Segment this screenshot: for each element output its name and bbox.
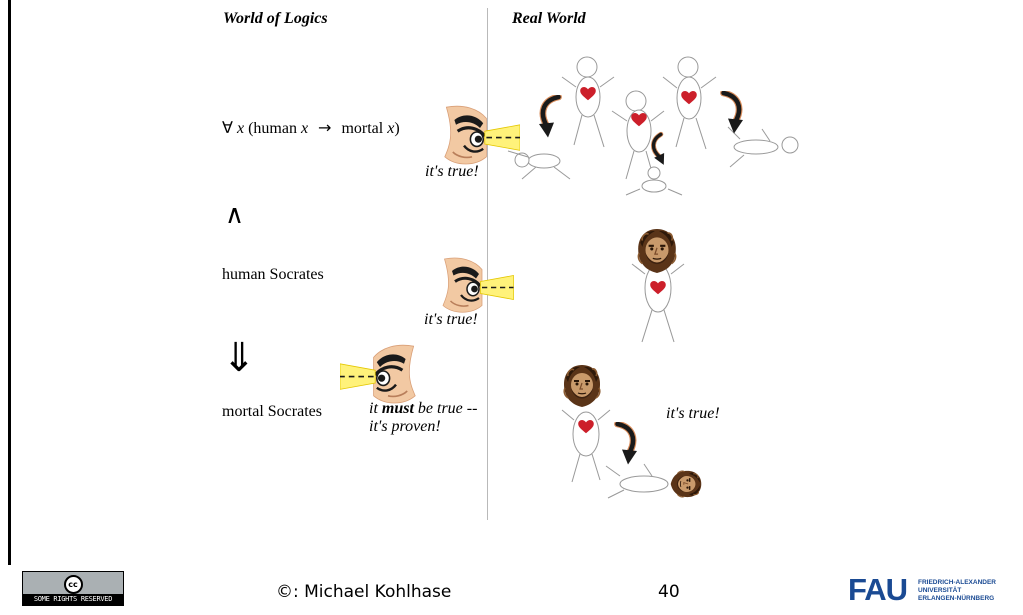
socrates-figure bbox=[631, 228, 685, 343]
caption-proven: it must be true -- it's proven! bbox=[369, 400, 478, 435]
dead-socrates-figure bbox=[561, 364, 702, 499]
page-number: 40 bbox=[658, 582, 680, 602]
creative-commons-icon: cc bbox=[23, 575, 123, 594]
curved-arrow-icon bbox=[647, 134, 671, 167]
world-divider bbox=[487, 8, 488, 520]
caption-true-1: it's true! bbox=[425, 163, 479, 180]
socrates-head-icon bbox=[637, 228, 677, 274]
forall-formula: ∀ x (human x → mortal x) bbox=[222, 118, 400, 137]
logic-world-header: World of Logics bbox=[223, 10, 328, 27]
curved-arrow-icon bbox=[724, 93, 744, 134]
socrates-head-icon bbox=[563, 364, 601, 408]
fau-wordmark: FRIEDRICH-ALEXANDER UNIVERSITÄT ERLANGEN… bbox=[918, 579, 996, 602]
caption-true-2: it's true! bbox=[424, 311, 478, 328]
eye-icon bbox=[441, 256, 516, 314]
real-world-humans-illustration bbox=[507, 56, 799, 196]
socrates-head-icon bbox=[670, 470, 702, 498]
and-symbol: ∧ bbox=[225, 200, 245, 230]
implies-symbol: ⇓ bbox=[222, 335, 256, 381]
curved-arrow-icon bbox=[618, 424, 638, 465]
mortal-socrates-formula: mortal Socrates bbox=[222, 403, 322, 420]
human-socrates-formula: human Socrates bbox=[222, 266, 324, 283]
fau-logo-icon[interactable]: FAU FRIEDRICH-ALEXANDER UNIVERSITÄT ERLA… bbox=[848, 572, 996, 607]
creative-commons-badge[interactable]: cc SOME RIGHTS RESERVED bbox=[22, 571, 124, 606]
real-world-header: Real World bbox=[512, 10, 586, 27]
slide-left-bar bbox=[8, 0, 11, 565]
eye-icon bbox=[340, 343, 420, 407]
curved-arrow-icon bbox=[539, 97, 559, 138]
caption-real-true: it's true! bbox=[666, 405, 720, 422]
copyright-notice: ©: Michael Kohlhase bbox=[276, 582, 452, 602]
